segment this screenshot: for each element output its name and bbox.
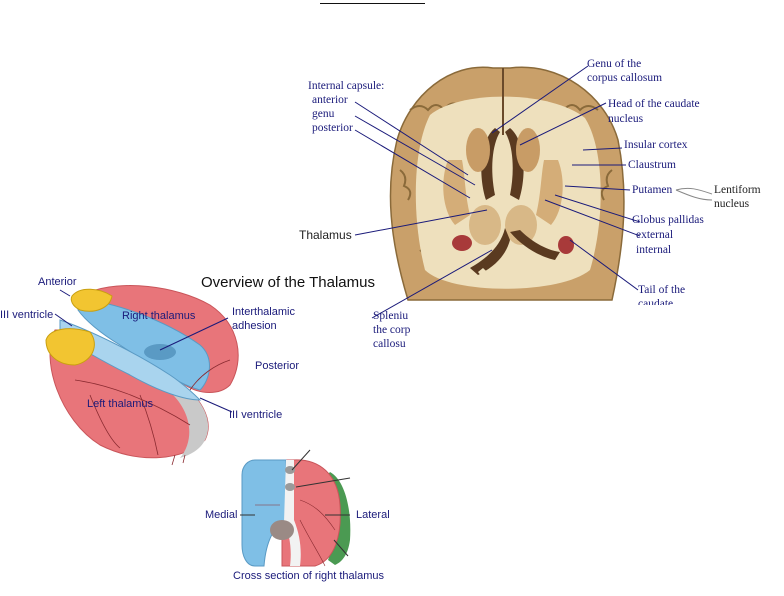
caudate-head-left — [466, 128, 490, 172]
label-gp-internal: internal — [636, 244, 672, 256]
label-head-caudate-1: Head of the caudate — [608, 98, 700, 110]
label-head-caudate-2: nucleus — [608, 113, 644, 125]
label-globus-pallidus: Globus pallidas — [632, 214, 704, 226]
label-iii-ventricle-right: III ventricle — [229, 409, 283, 421]
label-lateral: Lateral — [356, 509, 390, 521]
cross-section-caption: Cross section of right thalamus — [233, 570, 385, 582]
anterior-tubercle-left — [45, 328, 95, 366]
label-ic-posterior: posterior — [312, 122, 353, 134]
label-tail-caudate-2: caudate — [638, 298, 674, 305]
label-right-thalamus: Right thalamus — [122, 310, 196, 322]
lentiform-right — [536, 160, 563, 225]
top-rule — [320, 3, 425, 4]
label-posterior: Posterior — [255, 360, 300, 372]
anterior-tubercle-right — [70, 288, 113, 312]
label-lentiform-2: nucleus — [714, 198, 750, 210]
interthalamic-adhesion-shape — [144, 344, 176, 360]
right-thalamus-medial — [77, 299, 210, 391]
label-internal-capsule: Internal capsule: — [308, 80, 385, 92]
label-interthalamic-1: Interthalamic — [232, 306, 295, 318]
label-splenium-3: callosu — [373, 338, 406, 350]
grey-nucleus-2 — [285, 483, 295, 491]
medial-blue-region — [241, 459, 287, 567]
label-lentiform-1: Lentiform — [714, 184, 761, 196]
label-genu-corpus-2: corpus callosum — [587, 72, 663, 84]
label-interthalamic-2: adhesion — [232, 320, 277, 332]
label-left-thalamus: Left thalamus — [87, 398, 154, 410]
left-thalamus-medial — [59, 319, 202, 401]
label-ic-anterior: anterior — [312, 94, 348, 106]
label-tail-caudate-1: Tail of the — [638, 284, 686, 296]
label-genu-corpus-1: Genu of the — [587, 58, 642, 70]
label-insular-cortex: Insular cortex — [624, 139, 688, 151]
label-anterior: Anterior — [38, 276, 77, 288]
label-thalamus: Thalamus — [299, 228, 352, 242]
caudate-head-right — [516, 128, 540, 172]
thalamus-left — [469, 205, 501, 245]
diagram-title: Overview of the Thalamus — [201, 274, 375, 291]
label-splenium-2: the corp — [373, 324, 411, 336]
label-gp-external: external — [636, 229, 674, 241]
choroid-plexus-left — [452, 235, 472, 251]
label-putamen: Putamen — [632, 184, 673, 196]
grey-nucleus-3 — [270, 520, 294, 540]
label-ic-genu: genu — [312, 108, 335, 120]
label-iii-ventricle-left: III ventricle — [0, 309, 54, 321]
grey-nucleus-1 — [285, 466, 295, 474]
label-splenium-1: Spleniu — [373, 310, 409, 322]
label-claustrum: Claustrum — [628, 159, 676, 171]
label-medial: Medial — [205, 509, 238, 521]
lentiform-left — [443, 160, 470, 225]
